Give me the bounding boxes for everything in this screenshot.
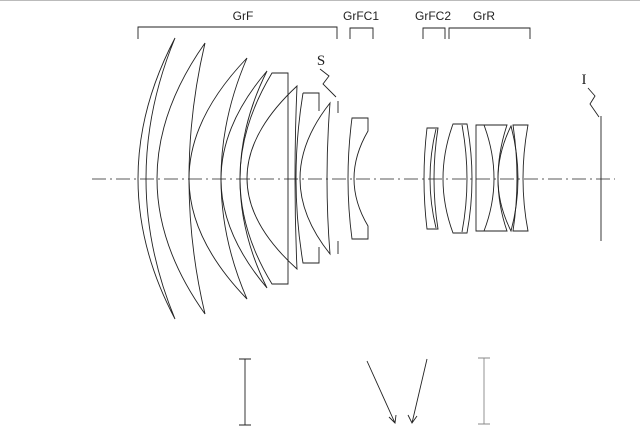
stop-leader [319, 68, 337, 98]
lens-5 [239, 72, 289, 285]
lens-grfc2-inner [429, 128, 437, 229]
label-grf: GrF [233, 9, 254, 23]
lens-7 [295, 92, 320, 264]
bracket-grr [448, 27, 531, 39]
lens-8 [299, 101, 331, 256]
lens-4 [220, 70, 268, 289]
move-arrow-grfc1 [366, 360, 397, 424]
bracket-grfc2 [422, 27, 446, 39]
lens-grr-1 [442, 123, 473, 234]
lens-grr-2 [475, 124, 495, 232]
label-grr: GrR [473, 9, 495, 23]
lens-grr-1-inner [461, 124, 468, 233]
label-grfc2: GrFC2 [415, 9, 451, 23]
image-plane-leader [587, 87, 600, 118]
bracket-grf [137, 26, 338, 39]
lens-grr-5 [512, 124, 529, 232]
lens-6 [246, 84, 298, 271]
lens-1 [137, 37, 176, 320]
lens-grr-4 [497, 124, 519, 233]
bracket-grfc1 [349, 27, 374, 39]
lens-grr-3 [484, 124, 508, 232]
lens-grfc2 [423, 127, 439, 230]
label-stop: S [317, 53, 325, 69]
lens-3 [188, 57, 248, 300]
move-arrow-grfc2 [407, 358, 428, 424]
label-image-plane: I [582, 72, 587, 88]
fixed-indicator-grf [239, 358, 251, 426]
lens-2 [156, 42, 206, 315]
fixed-indicator-grr [478, 357, 490, 425]
lens-grfc1 [347, 117, 369, 240]
label-grfc1: GrFC1 [343, 9, 379, 23]
